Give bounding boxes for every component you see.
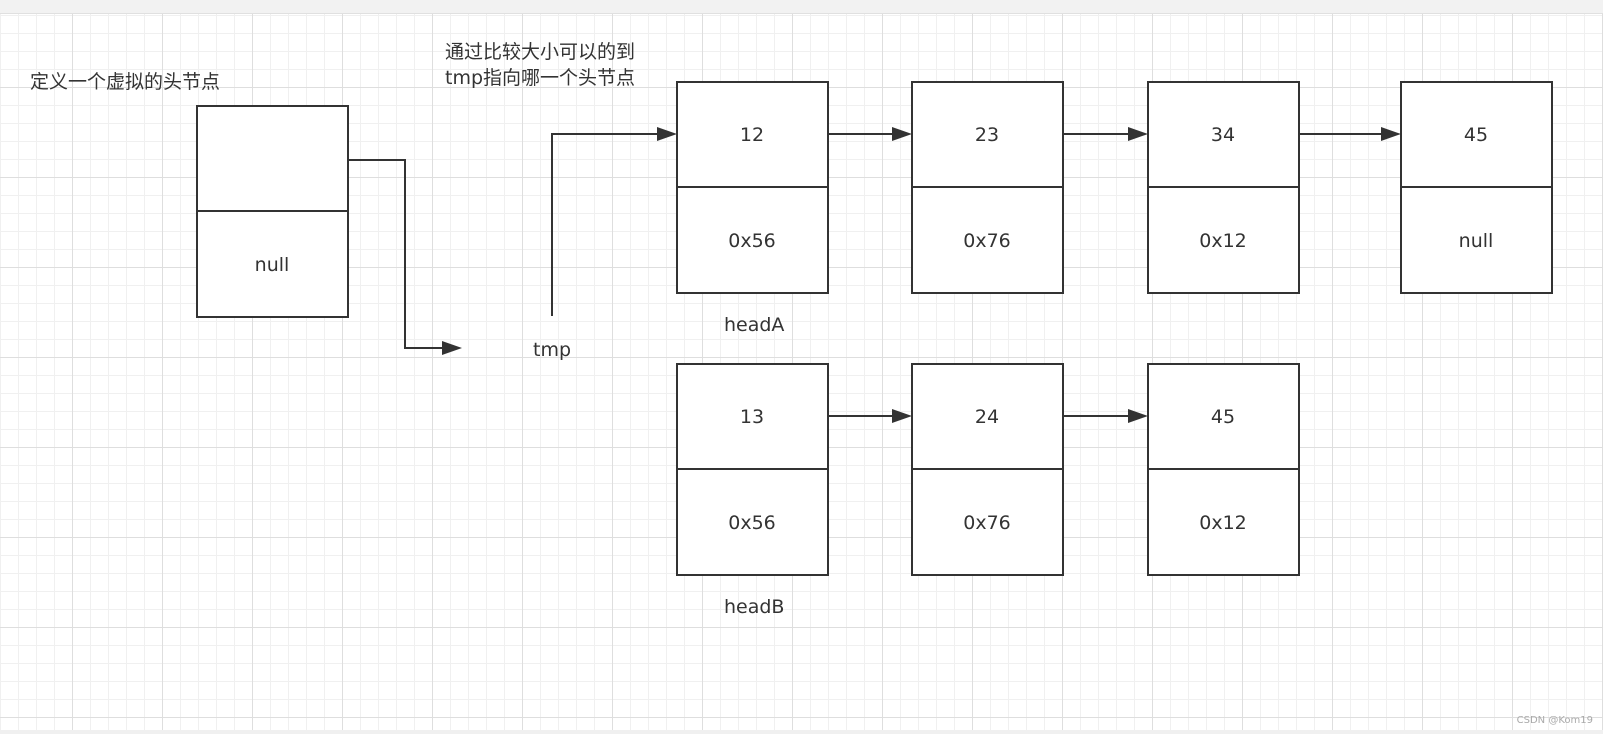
list-a-node-1-next: 0x56: [728, 230, 776, 252]
list-a-node-1-data: 12: [740, 124, 764, 146]
canvas-top-bar: [0, 0, 1603, 14]
list-a-node-2[interactable]: 23 0x76: [911, 81, 1064, 294]
list-a-node-3-data: 34: [1211, 124, 1235, 146]
list-a-node-2-next: 0x76: [963, 230, 1011, 252]
annotation-compare-line2: tmp指向哪一个头节点: [445, 67, 636, 89]
annotation-dummy-head: 定义一个虚拟的头节点: [30, 71, 221, 93]
list-a-node-1[interactable]: 12 0x56: [676, 81, 829, 294]
annotation-compare-line1: 通过比较大小可以的到: [445, 41, 636, 63]
arrowhead-dummy-to-tmp: [442, 341, 462, 355]
list-b-node-2-data: 24: [975, 406, 999, 428]
head-a-label: headA: [724, 314, 785, 336]
arrowhead-a3-to-a4: [1381, 127, 1401, 141]
list-a-node-2-data: 23: [975, 124, 999, 146]
list-a-node-3-next: 0x12: [1199, 230, 1247, 252]
list-b-node-3[interactable]: 45 0x12: [1147, 363, 1300, 576]
list-a-node-4[interactable]: 45 null: [1400, 81, 1553, 294]
list-a-node-3[interactable]: 34 0x12: [1147, 81, 1300, 294]
dummy-head-node[interactable]: null: [196, 105, 349, 318]
list-b-node-3-data: 45: [1211, 406, 1235, 428]
list-a-node-4-next: null: [1459, 230, 1494, 252]
list-b-node-2[interactable]: 24 0x76: [911, 363, 1064, 576]
head-b-label: headB: [724, 596, 785, 618]
list-a-node-4-data: 45: [1464, 124, 1488, 146]
watermark: CSDN @Kom19: [1516, 715, 1593, 726]
dummy-node-next: null: [255, 254, 290, 276]
list-b-node-1-next: 0x56: [728, 512, 776, 534]
canvas-bottom-bar: [0, 730, 1603, 734]
list-b-node-1[interactable]: 13 0x56: [676, 363, 829, 576]
list-b-node-2-next: 0x76: [963, 512, 1011, 534]
tmp-pointer-label: tmp: [533, 339, 572, 361]
arrowhead-a1-to-a2: [892, 127, 912, 141]
list-b-node-1-data: 13: [740, 406, 764, 428]
list-b-node-3-next: 0x12: [1199, 512, 1247, 534]
arrowhead-a2-to-a3: [1128, 127, 1148, 141]
edge-dummy-to-tmp[interactable]: [348, 159, 442, 349]
arrowhead-b1-to-b2: [892, 409, 912, 423]
arrowhead-b2-to-b3: [1128, 409, 1148, 423]
arrowhead-tmp-to-headA: [657, 127, 677, 141]
edge-tmp-to-headA[interactable]: [551, 133, 657, 316]
